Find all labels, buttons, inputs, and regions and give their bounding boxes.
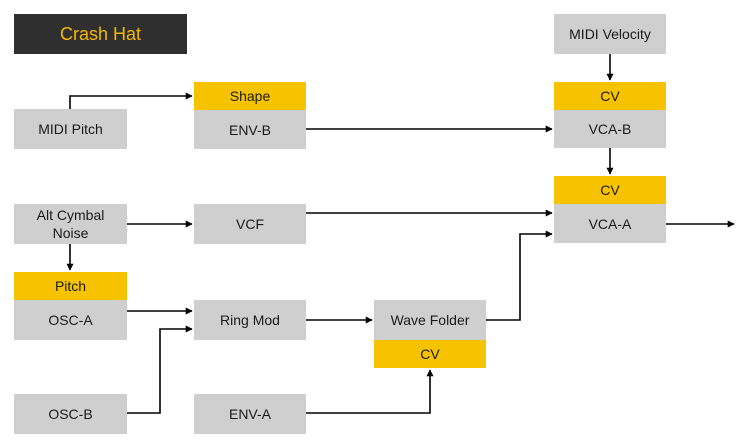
midi-pitch-node: MIDI Pitch <box>14 109 127 149</box>
osc-a-node: OSC-A <box>14 300 127 340</box>
midi-velocity-node: MIDI Velocity <box>554 14 666 54</box>
env-a-node: ENV-A <box>194 394 306 434</box>
alt-cymbal-noise-node: Alt Cymbal Noise <box>14 204 127 244</box>
env-b-shape-port: Shape <box>194 82 306 110</box>
osc-a-pitch-port: Pitch <box>14 272 127 300</box>
cable-midi-pitch-to-shape <box>69 92 193 109</box>
env-b-node: ENV-B <box>194 110 306 149</box>
ring-mod-node: Ring Mod <box>194 300 306 340</box>
cable-osc-b-to-ring-mod <box>127 325 193 414</box>
vcf-node: VCF <box>194 204 306 244</box>
diagram-title: Crash Hat <box>14 14 187 54</box>
wave-folder-cv-port: CV <box>374 340 486 368</box>
vca-b-cv-port: CV <box>554 82 666 110</box>
cable-env-a-to-wave-folder-cv <box>306 369 434 414</box>
osc-b-node: OSC-B <box>14 394 127 434</box>
wave-folder-node: Wave Folder <box>374 300 486 340</box>
vca-a-node: VCA-A <box>554 204 666 243</box>
vca-a-cv-port: CV <box>554 176 666 204</box>
cable-wave-folder-to-vca-a <box>486 230 553 321</box>
vca-b-node: VCA-B <box>554 110 666 148</box>
